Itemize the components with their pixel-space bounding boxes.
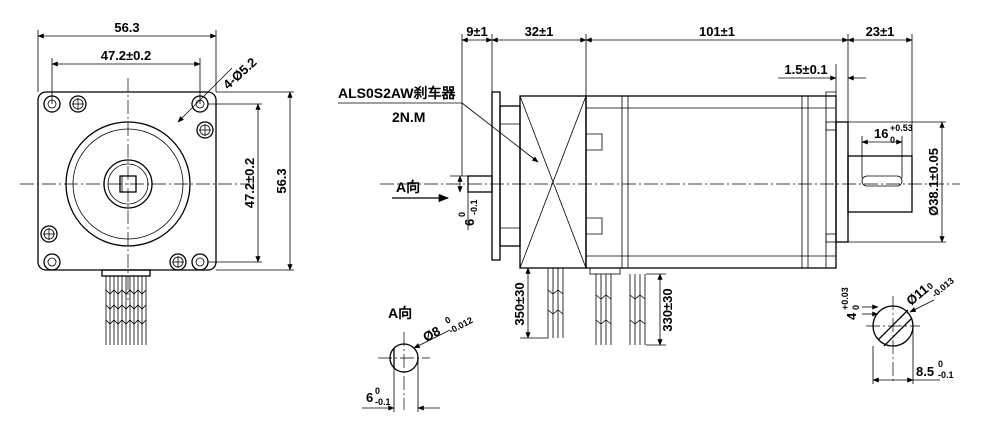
mount-hole-bottom-right [191,253,209,271]
dim-front-hole-pitch-h: 47.2±0.2 [101,48,152,63]
shaft-dia-sup: 0 [925,281,935,292]
flat-sup: 0 [938,359,943,369]
flat-base: 8.5 [916,364,934,379]
rear-shaft-sub: -0.1 [469,199,479,215]
front-view: 56.3 47.2±0.2 4-Ø5.2 47.2±0.2 56.3 [20,20,294,345]
view-a-dia-base: Ø8 [420,323,442,344]
view-a-detail: A向 Ø8 0 -0.012 6 0 -0.1 [362,305,474,412]
key-sub: 0 [851,305,861,310]
view-a-flat-base: 6 [366,390,373,405]
brake-model-label: ALS0S2AW刹车器 [338,85,456,101]
side-view: 9±1 32±1 101±1 23±1 1.5±0.1 16 +0.53 0 Ø… [338,24,960,346]
side-lead-wires [547,267,646,345]
view-a-flat-sup: 0 [375,386,380,396]
view-a-title: A向 [388,305,412,321]
lead2-length: 330±30 [660,288,675,331]
dim-shaft-len-base: 16 [874,126,888,141]
screw-left-lower [40,225,58,243]
dim-front-width: 56.3 [114,20,139,35]
dim-front-height: 56.3 [274,168,289,193]
key-sup: +0.03 [840,287,850,310]
dim-shaft-len-sub: 0 [890,135,895,145]
screw-top-left [69,95,87,113]
dim-body: 101±1 [699,24,735,39]
brake-torque-label: 2N.M [392,109,425,125]
front-lead-wires [101,269,151,345]
mount-hole-bottom-left [43,253,61,271]
rear-shaft-base: 6 [462,219,477,226]
screw-bottom-right [169,253,187,271]
shaft-dia-sub: -0.013 [930,275,956,299]
screw-right-upper [196,121,214,139]
view-a-dia-sup: 0 [443,315,452,326]
dim-shaft-len-sup: +0.53 [890,123,913,133]
dim-boss-dia: Ø38.1±0.05 [926,148,941,216]
view-a-arrow-label: A向 [396,179,420,195]
dim-front-hole-pitch-v: 47.2±0.2 [242,158,257,209]
hole-spec-label: 4-Ø5.2 [220,54,260,92]
flat-sub: -0.1 [938,370,954,380]
dim-brake: 32±1 [525,24,554,39]
dim-boss: 1.5±0.1 [784,62,827,77]
shaft-section-detail: 4 +0.03 0 Ø11 0 -0.013 8.5 0 -0.1 [840,275,956,384]
rear-shaft-sup: 0 [457,212,467,217]
lead1-length: 350±30 [512,282,527,325]
key-base: 4 [844,312,859,320]
view-a-flat-sub: -0.1 [375,397,391,407]
dim-flange: 9±1 [466,24,488,39]
view-a-dia-sub: -0.012 [447,315,474,336]
dim-shaft: 23±1 [866,24,895,39]
